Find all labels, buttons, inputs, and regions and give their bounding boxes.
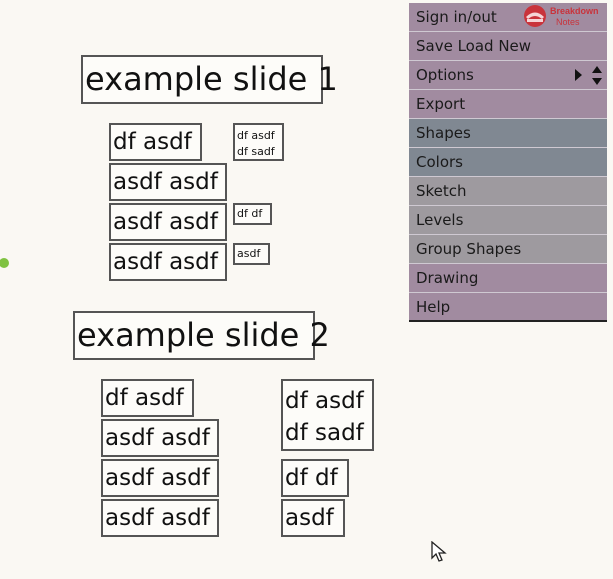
menu-item-label: Sign in/out xyxy=(416,8,497,26)
menu-item-shapes[interactable]: Shapes xyxy=(409,119,607,148)
menu-item-label: Save Load New xyxy=(416,37,532,55)
slide1-item-1[interactable]: df asdf xyxy=(109,123,202,161)
slide2-item-2[interactable]: asdf asdf xyxy=(101,419,219,457)
menu-item-label: Levels xyxy=(416,211,464,229)
slide2-note-1[interactable]: df asdf df sadf xyxy=(281,379,374,451)
slide1-note-1-line-2: df sadf xyxy=(237,145,275,158)
menu-item-label: Drawing xyxy=(416,269,479,287)
slide1-note-2[interactable]: df df xyxy=(233,203,272,225)
menu-item-export[interactable]: Export xyxy=(409,90,607,119)
slide2-note-1-line-2: df sadf xyxy=(285,420,364,446)
logo-line-2: Notes xyxy=(556,17,580,27)
menu-item-save-load-new[interactable]: Save Load New xyxy=(409,32,607,61)
menu-item-label: Colors xyxy=(416,153,463,171)
menu-item-sign-in-out[interactable]: Sign in/out Breakdown Notes xyxy=(409,3,607,32)
slide1-note-1[interactable]: df asdf df sadf xyxy=(233,123,284,161)
menu-item-label: Export xyxy=(416,95,466,113)
slide1-item-2[interactable]: asdf asdf xyxy=(109,163,227,201)
menu-item-label: Sketch xyxy=(416,182,467,200)
menu-item-help[interactable]: Help xyxy=(409,293,607,322)
slide1-note-3[interactable]: asdf xyxy=(233,243,270,265)
menu-item-levels[interactable]: Levels xyxy=(409,206,607,235)
mouse-pointer-icon xyxy=(431,541,447,562)
menu-item-drawing[interactable]: Drawing xyxy=(409,264,607,293)
menu-item-colors[interactable]: Colors xyxy=(409,148,607,177)
slide2-item-1[interactable]: df asdf xyxy=(101,379,194,417)
slide2-item-4[interactable]: asdf asdf xyxy=(101,499,219,537)
slide1-note-1-line-1: df asdf xyxy=(237,129,275,142)
green-dot-icon[interactable] xyxy=(0,258,9,268)
breakdown-notes-logo-icon: Breakdown Notes xyxy=(524,5,599,27)
menu-item-label: Shapes xyxy=(416,124,471,142)
slide2-note-1-line-1: df asdf xyxy=(285,388,364,414)
menu-item-sketch[interactable]: Sketch xyxy=(409,177,607,206)
slide2-note-3[interactable]: asdf xyxy=(281,499,345,537)
slide1-title[interactable]: example slide 1 xyxy=(81,55,338,104)
play-updown-arrows-icon[interactable] xyxy=(574,65,604,87)
slide2-title[interactable]: example slide 2 xyxy=(73,311,330,360)
menu-item-options[interactable]: Options xyxy=(409,61,607,90)
menu-item-label: Options xyxy=(416,66,474,84)
slide2-note-2[interactable]: df df xyxy=(281,459,349,497)
slide2-item-3[interactable]: asdf asdf xyxy=(101,459,219,497)
main-menu: Sign in/out Breakdown Notes Save Load Ne… xyxy=(409,3,607,322)
slide1-item-3[interactable]: asdf asdf xyxy=(109,203,227,241)
slide1-item-4[interactable]: asdf asdf xyxy=(109,243,227,281)
logo-line-1: Breakdown xyxy=(550,6,599,16)
menu-item-label: Group Shapes xyxy=(416,240,522,258)
menu-item-group-shapes[interactable]: Group Shapes xyxy=(409,235,607,264)
menu-item-label: Help xyxy=(416,298,451,316)
